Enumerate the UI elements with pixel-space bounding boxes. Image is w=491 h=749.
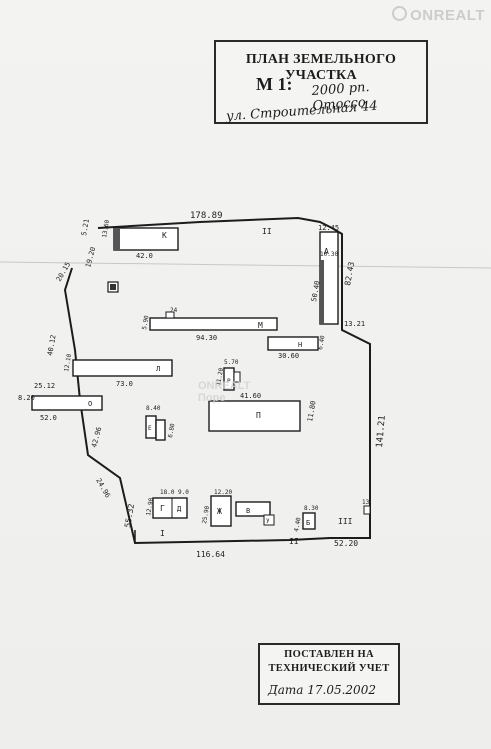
plan-label: 13.60 (101, 219, 111, 238)
dim-label: 55.32 (123, 503, 136, 528)
building-l (72, 359, 173, 377)
plan-label: 73.0 (116, 380, 133, 388)
plan-label: Н (298, 341, 302, 349)
plan-label: Л (156, 365, 160, 373)
plan-label: Е (148, 425, 152, 432)
plan-label: 24 (170, 307, 178, 314)
dim-label: 5.21 (80, 218, 91, 236)
plan-label: 4.40 (293, 517, 302, 533)
dim-label: 12.45 (318, 224, 339, 232)
plan-label: 10.30 (320, 251, 338, 258)
building-small-1 (107, 281, 119, 293)
plan-label: 8.30 (304, 505, 319, 512)
building-small-2 (363, 505, 371, 515)
corner-mark: II (289, 537, 299, 546)
plan-label: 6.40 (317, 335, 326, 351)
plan-label: В (246, 507, 250, 515)
plan-label: 6.80 (167, 423, 176, 439)
plan-label: 5.90 (141, 315, 150, 331)
dim-label: 116.64 (196, 550, 225, 559)
plan-label: Б (306, 519, 310, 527)
dim-label: 20.15 (55, 261, 72, 283)
dim-label: 141.21 (375, 415, 388, 448)
title-stamp: ПЛАН ЗЕМЕЛЬНОГО УЧАСТКА М 1: 2000 рп. От… (214, 40, 428, 124)
plan-label: Г (160, 504, 165, 513)
stamp-line2: ТЕХНИЧЕСКИЙ УЧЕТ (268, 663, 390, 674)
plan-label: 12.90 (145, 497, 155, 516)
dim-label: 25.12 (34, 382, 55, 390)
plan-label: Р (227, 378, 231, 385)
scale-label: М 1: (256, 74, 293, 94)
onrealt-watermark-mid: ONREALT Поре (198, 380, 251, 404)
dim-label: 82.43 (343, 261, 356, 286)
building-m (149, 311, 278, 331)
building-zh (210, 495, 232, 527)
corner-mark: I (160, 529, 165, 538)
corner-mark: II (262, 227, 272, 236)
plan-label: 8.40 (146, 405, 161, 412)
dim-label: 178.89 (190, 211, 223, 221)
stamp-date: Дата 17.05.2002 (268, 683, 376, 697)
plan-title: ПЛАН ЗЕМЕЛЬНОГО УЧАСТКА (245, 52, 397, 83)
plan-label: 12.20 (214, 489, 232, 496)
plan-label: 30.60 (278, 352, 299, 360)
plan-label: 41.60 (240, 392, 261, 400)
building-a (319, 231, 339, 325)
plan-label: 18.0 (160, 489, 175, 496)
onrealt-logo-icon (392, 6, 408, 21)
plot-boundary (63, 216, 371, 545)
plan-label: 12.10 (63, 353, 73, 372)
building-o (31, 395, 103, 411)
corner-mark: III (338, 517, 353, 526)
building-p (208, 400, 301, 432)
plan-label: 13 (362, 499, 370, 506)
dim-label: 8.20 (18, 394, 35, 402)
plan-label: К (162, 231, 167, 240)
plan-label: О (88, 400, 92, 408)
plan-label: 50.40 (310, 280, 322, 302)
building-r (223, 367, 241, 391)
dim-label: 42.96 (90, 426, 103, 448)
plan-label: П (256, 411, 261, 420)
registration-stamp: ПОСТАВЛЕН НА ТЕХНИЧЕСКИЙ УЧЕТ Дата 17.05… (258, 643, 400, 705)
plan-label: М (258, 321, 263, 330)
plan-label: Д (177, 505, 182, 513)
plan-label: У (266, 518, 270, 525)
plan-label: 9.0 (178, 489, 189, 496)
stamp-line1: ПОСТАВЛЕН НА (284, 649, 374, 660)
onrealt-watermark: ONREALT (392, 6, 485, 24)
plan-label: 42.0 (136, 252, 153, 260)
plan-label: 11.80 (306, 400, 318, 422)
building-v (235, 501, 275, 526)
plan-label: 5.70 (224, 359, 239, 366)
building-g (152, 497, 188, 519)
dim-label: 19.20 (84, 246, 97, 268)
plan-label: 25.90 (201, 505, 211, 524)
dim-label: 40.12 (46, 334, 58, 356)
plan-label: 52.0 (40, 414, 57, 422)
plan-label: 94.30 (196, 334, 217, 342)
dim-label: 52.20 (334, 539, 358, 548)
plan-label: 11.20 (215, 367, 225, 386)
building-e (145, 415, 166, 441)
dim-label: 13.21 (344, 320, 365, 328)
building-k (113, 227, 179, 251)
dim-label: 24.96 (94, 477, 111, 499)
plan-label: Ж (217, 507, 222, 516)
plan-label: А (324, 247, 329, 256)
building-b (302, 512, 316, 530)
building-n (267, 336, 319, 351)
